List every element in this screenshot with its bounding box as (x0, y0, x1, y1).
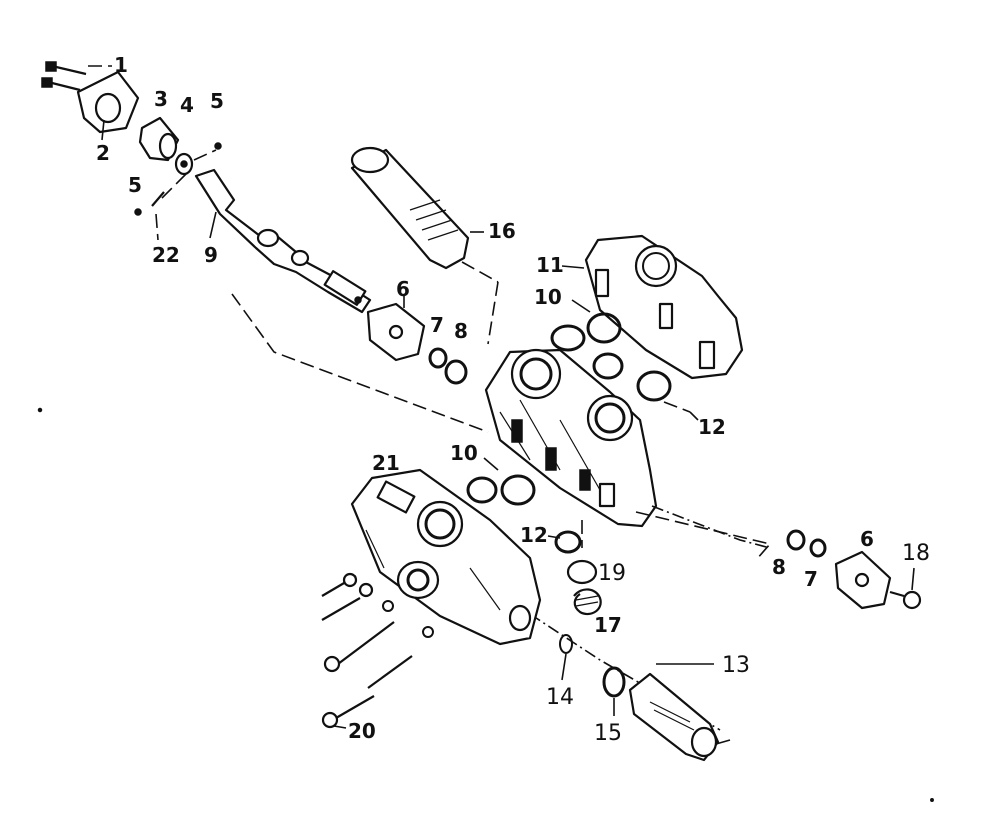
valve-body (484, 348, 658, 528)
callout-21: 21 (372, 451, 400, 475)
callout-5b: 5 (128, 173, 142, 197)
part-8-ring-lower (786, 529, 806, 551)
stray-mark (930, 798, 934, 802)
callout-16: 16 (488, 219, 516, 243)
callout-13: 13 (722, 653, 750, 678)
part-6-plate-lower (834, 550, 892, 610)
part-13-relief-valve (628, 663, 731, 762)
callout-18: 18 (902, 541, 930, 566)
callout-20: 20 (348, 719, 376, 743)
part-17-spring (573, 588, 602, 616)
leader-9 (231, 293, 489, 433)
part-7-ring-lower (809, 538, 827, 558)
callout-8a: 8 (454, 319, 468, 343)
part-11-cover (561, 234, 744, 380)
part-1-screws (41, 61, 112, 92)
callout-19: 19 (598, 561, 626, 586)
part-7-ring-upper (428, 347, 448, 369)
part-12-oring-lower (547, 530, 582, 554)
callout-3: 3 (154, 87, 168, 111)
part-8-ring-upper (444, 359, 468, 385)
part-6-plate-upper (366, 296, 426, 362)
part-16-cylinder (350, 146, 499, 345)
callout-9: 9 (204, 243, 218, 267)
part-9-spool (194, 168, 372, 314)
callout-7b: 7 (804, 567, 818, 591)
callout-15: 15 (594, 721, 622, 746)
callout-5a: 5 (210, 89, 224, 113)
part-4-collar (159, 142, 222, 201)
callout-12a: 12 (698, 415, 726, 439)
part-14-ring (559, 634, 573, 681)
part-20-bolts (321, 572, 434, 729)
callout-14: 14 (546, 685, 574, 710)
callout-17: 17 (594, 613, 622, 637)
part-21-endcover (350, 468, 542, 646)
part-3-sleeve (138, 116, 180, 162)
callout-6b: 6 (860, 527, 874, 551)
part-19-ball (566, 559, 598, 585)
callout-2: 2 (96, 141, 110, 165)
callout-10b: 10 (450, 441, 478, 465)
part-10-orings-lower (466, 457, 536, 506)
callout-11: 11 (536, 253, 564, 277)
part-15-ring (602, 666, 626, 716)
stray-mark (37, 407, 43, 413)
part-10-orings-top (550, 299, 624, 380)
callout-22: 22 (152, 243, 180, 267)
callout-1: 1 (114, 53, 128, 77)
part-2-clevis (76, 70, 140, 141)
callout-6a: 6 (396, 277, 410, 301)
part-18-bolt (889, 567, 922, 610)
callout-10a: 10 (534, 285, 562, 309)
callout-4: 4 (180, 93, 194, 117)
callout-12b: 12 (520, 523, 548, 547)
callout-7a: 7 (430, 313, 444, 337)
part-22-pin (134, 191, 165, 241)
callout-8b: 8 (772, 555, 786, 579)
leader-8-lower (635, 511, 772, 561)
axis-right (651, 505, 771, 549)
part-12-oring-top (636, 370, 699, 421)
